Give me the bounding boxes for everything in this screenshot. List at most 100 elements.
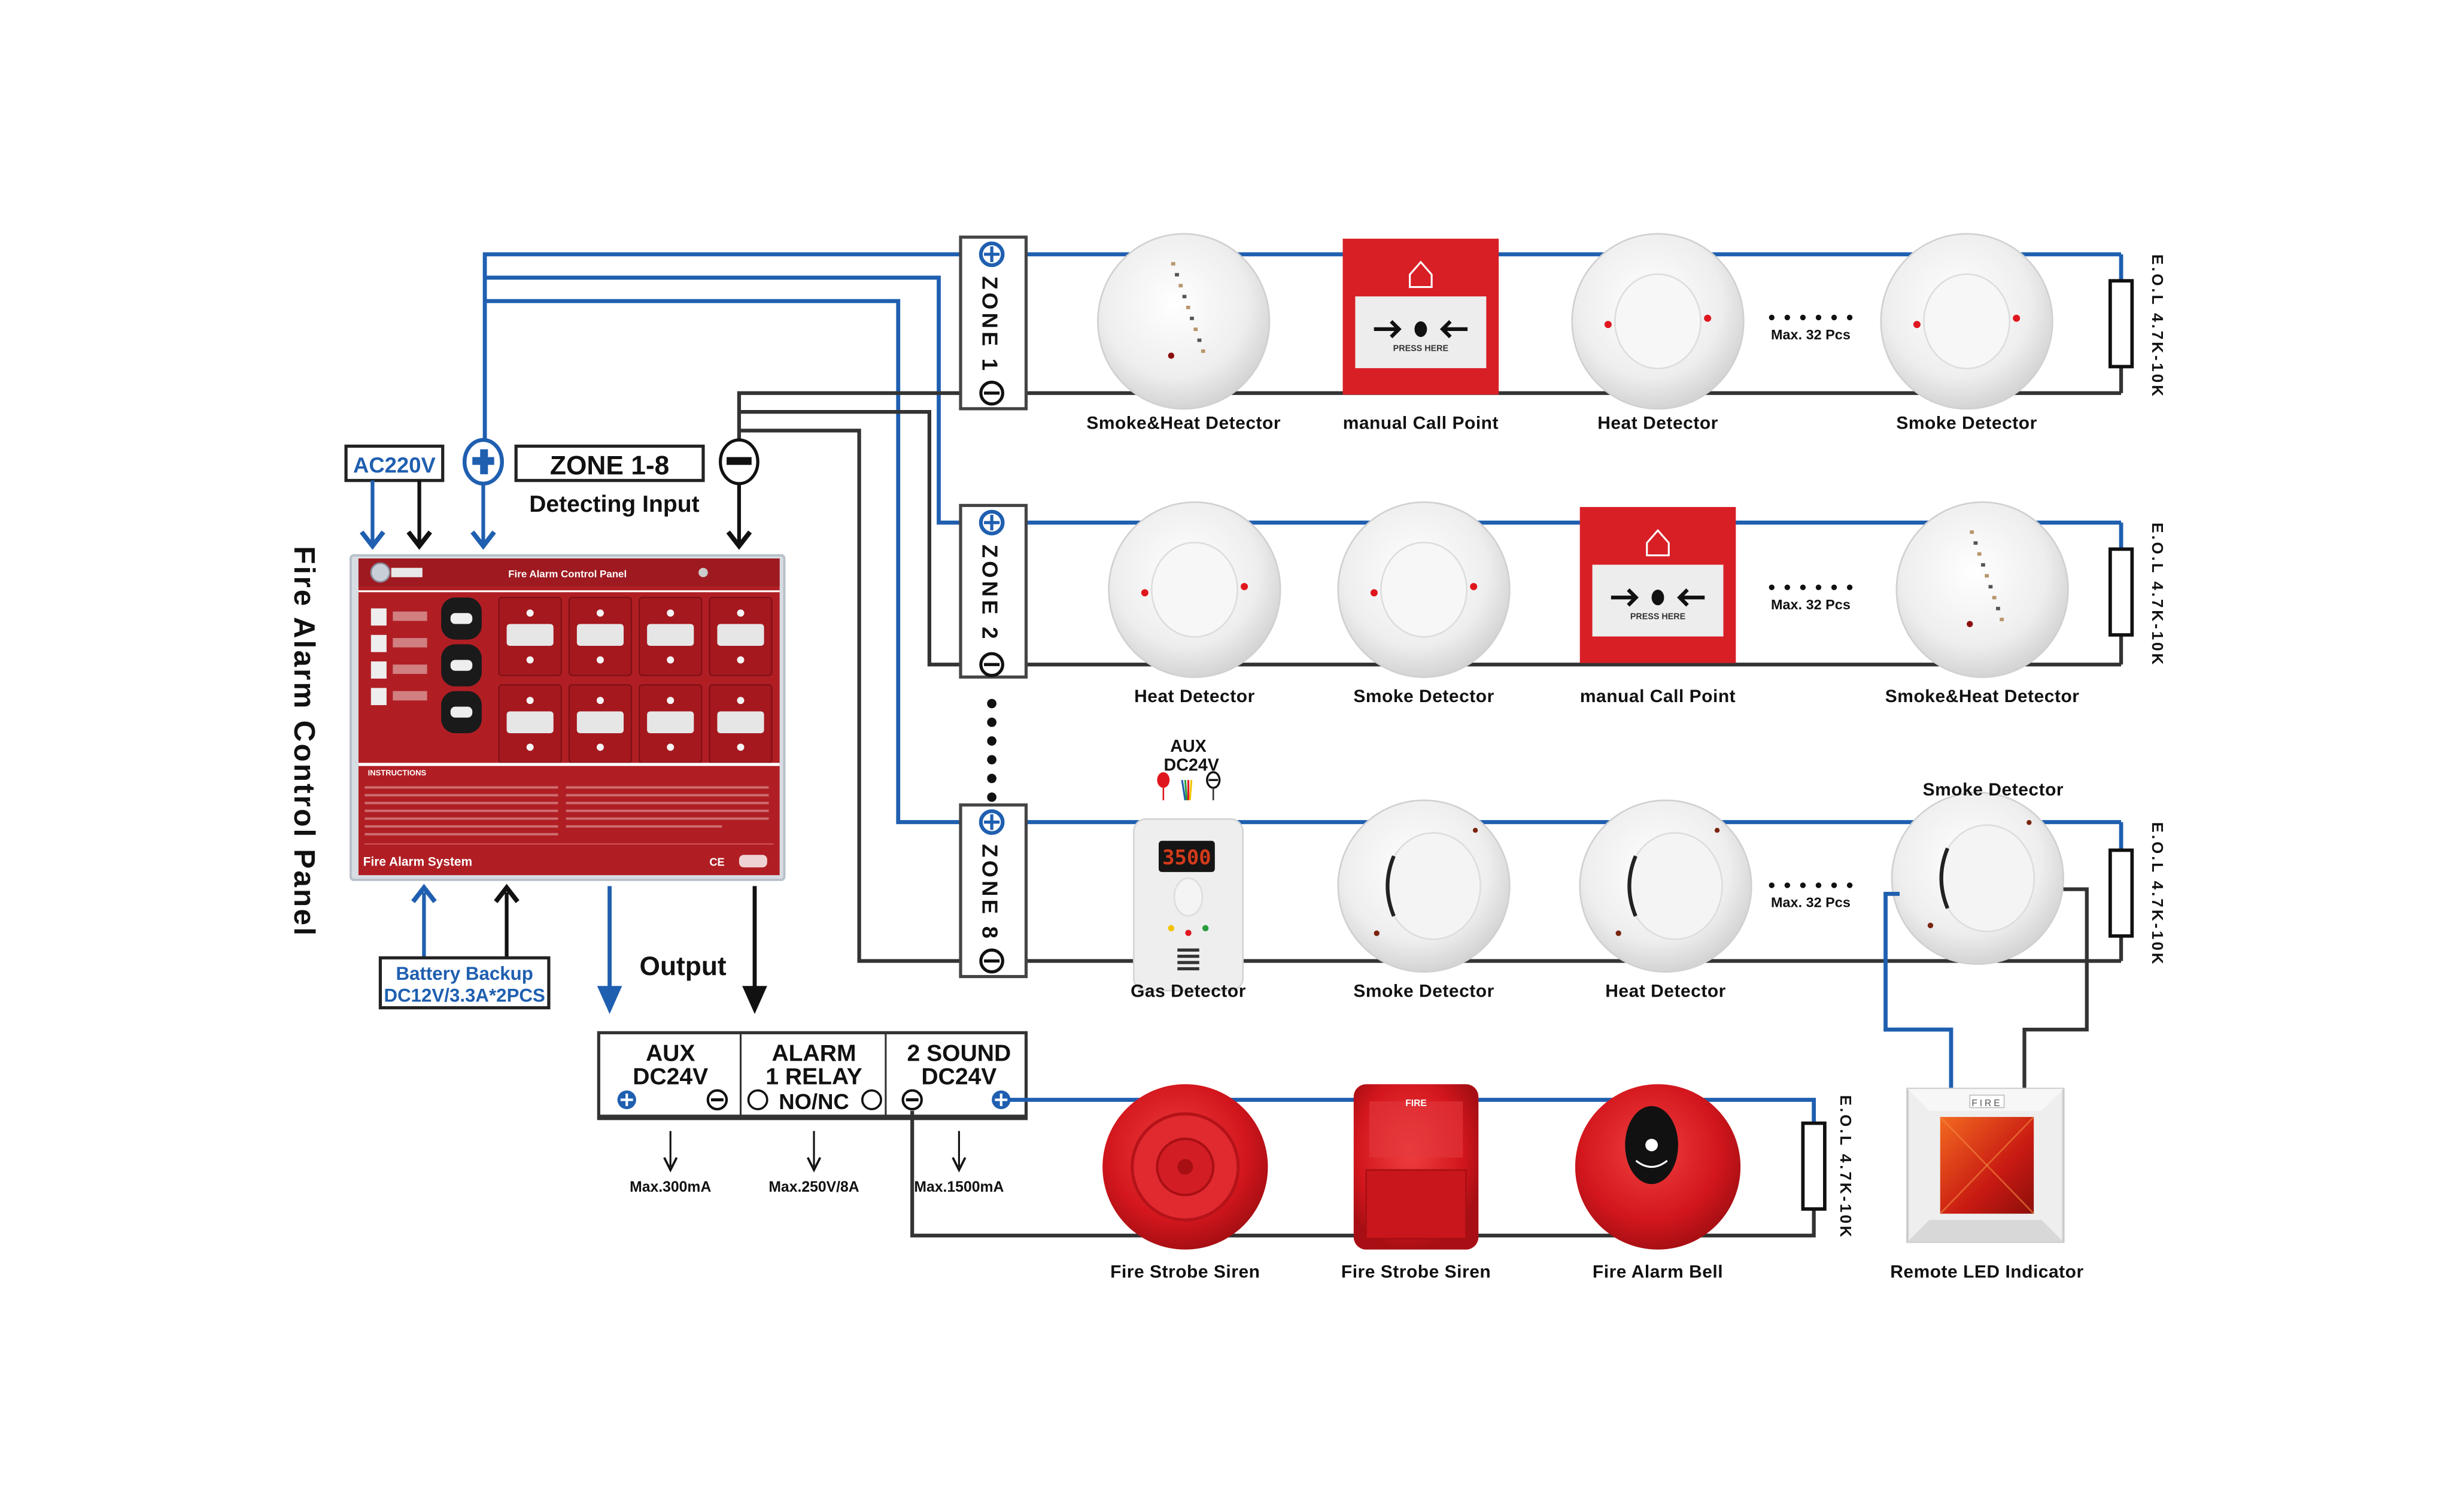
eol-label: E.O.L 4.7K-10K bbox=[2149, 254, 2167, 399]
device-label: Heat Detector bbox=[1605, 981, 1726, 1001]
control-panel: Fire Alarm Control Panel INSTRUCTIONS bbox=[349, 554, 786, 881]
arrow-down-icon bbox=[597, 986, 622, 1015]
panel-status-indicators bbox=[441, 597, 482, 733]
key-switch-icon bbox=[370, 562, 391, 583]
arrow-down-icon bbox=[470, 530, 496, 550]
zone-indicator bbox=[639, 597, 703, 676]
device-label: Heat Detector bbox=[1597, 414, 1718, 433]
device-smoke bbox=[1880, 233, 2053, 410]
device-heat bbox=[1108, 501, 1281, 678]
relay-terminal-icon bbox=[861, 1089, 882, 1110]
device-smoke bbox=[1337, 501, 1511, 678]
device-smoke bbox=[1337, 799, 1511, 973]
device-label: Smoke Detector bbox=[1896, 414, 2037, 433]
output-label: Output bbox=[640, 952, 727, 981]
press-here-text: PRESS HERE bbox=[1393, 344, 1448, 353]
positive-terminal-main bbox=[462, 438, 505, 550]
zone-indicator bbox=[568, 597, 633, 676]
device-smoke-heat bbox=[1097, 233, 1271, 410]
device-label: Smoke&Heat Detector bbox=[1885, 687, 2080, 706]
panel-control-buttons bbox=[370, 608, 427, 706]
device-smoke-heat bbox=[1895, 501, 2069, 678]
device-label: manual Call Point bbox=[1343, 414, 1499, 433]
arrow-down-icon bbox=[406, 530, 432, 550]
device-label: Smoke Detector bbox=[1923, 780, 2064, 800]
panel-footer: Fire Alarm System bbox=[363, 855, 472, 869]
zone-row: ZONE 1 Smoke&Heat Detector PRESS HERE manua… bbox=[959, 233, 2167, 433]
device-label: Heat Detector bbox=[1134, 687, 1255, 706]
zone-terminal: ZONE 2 bbox=[959, 503, 1028, 679]
negative-terminal-main bbox=[719, 438, 759, 550]
max-devices-note: Max. 32 Pcs bbox=[1769, 584, 1853, 612]
zone-range-label: ZONE 1-8 Detecting Input bbox=[514, 444, 705, 517]
arrow-up-icon bbox=[494, 883, 519, 903]
svg-text:DC24V: DC24V bbox=[921, 1064, 996, 1089]
device-call-point: PRESS HERE bbox=[1579, 507, 1736, 663]
svg-text:Max. 32 Pcs: Max. 32 Pcs bbox=[1771, 895, 1851, 910]
device-label: Smoke Detector bbox=[1353, 981, 1494, 1001]
gas-aux-voltage: DC24V bbox=[1164, 756, 1219, 775]
zone-indicator bbox=[498, 597, 562, 676]
press-here-text: PRESS HERE bbox=[1630, 612, 1685, 622]
sounder-device bbox=[1575, 1084, 1741, 1250]
zone-label: ZONE 1 bbox=[977, 276, 1002, 373]
eol-resistor: E.O.L 4.7K-10K bbox=[2108, 822, 2167, 967]
instructions-text bbox=[364, 786, 769, 836]
sounder-eol-label: E.O.L 4.7K-10K bbox=[1837, 1095, 1855, 1240]
device-call-point: PRESS HERE bbox=[1342, 238, 1499, 395]
zone-label: ZONE 8 bbox=[977, 844, 1002, 942]
remote-indicator-badge: FIRE bbox=[1971, 1098, 2002, 1109]
device-smoke bbox=[1891, 791, 2064, 965]
remote-led-indicator: FIRE Remote LED Indicator bbox=[1890, 1088, 2083, 1282]
arrow-down-icon bbox=[952, 1157, 967, 1173]
sounder-eol-resistor: E.O.L 4.7K-10K bbox=[1801, 1095, 1855, 1240]
iso-badge bbox=[739, 855, 767, 868]
max-devices-note: Max. 32 Pcs bbox=[1769, 314, 1853, 342]
plus-terminal-icon bbox=[1157, 772, 1170, 788]
ac-power-input: AC220V bbox=[344, 444, 445, 550]
diagram-title: Fire Alarm Control Panel bbox=[288, 546, 321, 937]
fire-badge: FIRE bbox=[1405, 1098, 1427, 1109]
zone-continuation-dots bbox=[987, 699, 996, 802]
ac-power-label: AC220V bbox=[353, 453, 436, 478]
remote-indicator-wiring bbox=[1883, 887, 2089, 1089]
detecting-input-text: Detecting Input bbox=[529, 491, 699, 517]
eol-label: E.O.L 4.7K-10K bbox=[2149, 822, 2167, 967]
remote-indicator-label: Remote LED Indicator bbox=[1890, 1262, 2083, 1282]
sounder-device bbox=[1102, 1084, 1268, 1250]
eol-resistor: E.O.L 4.7K-10K bbox=[2108, 523, 2167, 667]
battery-spec: DC12V/3.3A*2PCS bbox=[384, 985, 545, 1006]
panel-header: Fire Alarm Control Panel bbox=[508, 568, 627, 579]
zone-range-text: ZONE 1-8 bbox=[550, 451, 669, 480]
gas-detector-aux: AUX DC24V bbox=[1157, 737, 1221, 801]
zone-indicator-grid bbox=[498, 597, 773, 764]
zone-indicator bbox=[498, 684, 562, 764]
battery-label: Battery Backup bbox=[396, 963, 533, 984]
svg-text:Max. 32 Pcs: Max. 32 Pcs bbox=[1771, 597, 1851, 612]
arrow-down-icon bbox=[742, 986, 767, 1015]
sounder-device: FIRE bbox=[1353, 1084, 1479, 1250]
arrow-up-icon bbox=[411, 883, 437, 903]
device-label: Smoke&Heat Detector bbox=[1086, 414, 1281, 433]
device-label: manual Call Point bbox=[1580, 687, 1736, 706]
svg-text:1 RELAY: 1 RELAY bbox=[765, 1064, 862, 1089]
max-devices-note: Max. 32 Pcs bbox=[1769, 882, 1853, 910]
eol-label: E.O.L 4.7K-10K bbox=[2149, 523, 2167, 667]
arrow-down-icon bbox=[726, 530, 752, 550]
device-label: Gas Detector bbox=[1131, 981, 1246, 1001]
relay-terminal-icon bbox=[747, 1089, 768, 1110]
arrow-down-icon bbox=[663, 1157, 678, 1173]
output-arrows: Output bbox=[597, 886, 767, 1015]
eol-resistor: E.O.L 4.7K-10K bbox=[2108, 254, 2167, 399]
signal-wires-icon bbox=[1181, 779, 1193, 801]
